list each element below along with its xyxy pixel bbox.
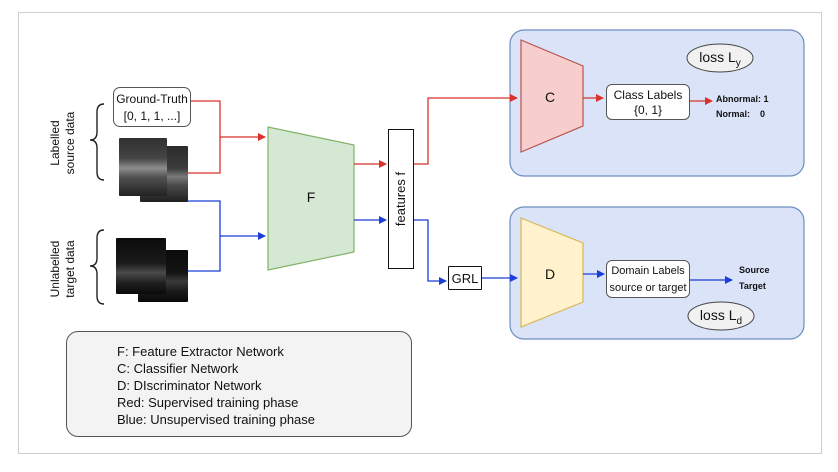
legend-box: F: Feature Extractor Network C: Classifi… [66,331,412,437]
legend-item-d: D: DIscriminator Network [117,378,262,393]
legend-item-blue: Blue: Unsupervised training phase [117,412,316,427]
domain-labels-title: Domain Labels [611,265,685,277]
ground-truth-box: Ground-Truth [0, 1, 1, ...] [113,87,191,127]
features-label: features f [393,171,408,227]
legend-item-f: F: Feature Extractor Network [117,344,284,359]
loss-y-label: loss Ly [699,49,741,69]
loss-d-ellipse [687,301,755,331]
feature-extractor-label: F [306,189,316,205]
grl-label: GRL [451,271,479,286]
red-arrow-groundtruth [191,100,266,141]
blue-arrow-target-image [188,236,221,272]
legend-item-red: Red: Supervised training phase [117,395,299,410]
source-brace [89,103,105,181]
output-source: Source [739,265,770,275]
classifier-label: C [544,89,556,105]
red-arrow-source-image [188,137,221,174]
ground-truth-value: [0, 1, 1, ...] [123,109,181,123]
source-oct-image-front [119,138,167,196]
class-labels-box: Class Labels {0, 1} [606,84,690,120]
blue-arrow-features-to-grl [414,219,447,285]
ground-truth-title: Ground-Truth [116,92,188,106]
classifier-shape [520,39,584,153]
domain-labels-box: Domain Labels source or target [606,260,690,298]
features-box [388,129,414,269]
red-arrow-features-to-c [414,94,518,165]
grl-box: GRL [448,266,482,290]
discriminator-label: D [544,266,556,282]
class-labels-values: {0, 1} [633,103,663,117]
loss-d-label: loss Ld [699,307,743,327]
blue-arrow-source-image [188,200,266,240]
output-abnormal: Abnormal: 1 [716,94,769,104]
output-target: Target [739,281,766,291]
target-brace [89,229,105,305]
target-oct-image-front [116,238,166,294]
feature-extractor-shape [267,126,355,271]
domain-labels-values: source or target [609,282,687,294]
diagram-frame [18,12,822,454]
legend-item-c: C: Classifier Network [117,361,239,376]
discriminator-shape [520,217,584,328]
class-labels-title: Class Labels [613,88,683,102]
loss-y-ellipse [686,43,754,73]
output-normal: Normal: 0 [716,109,766,119]
